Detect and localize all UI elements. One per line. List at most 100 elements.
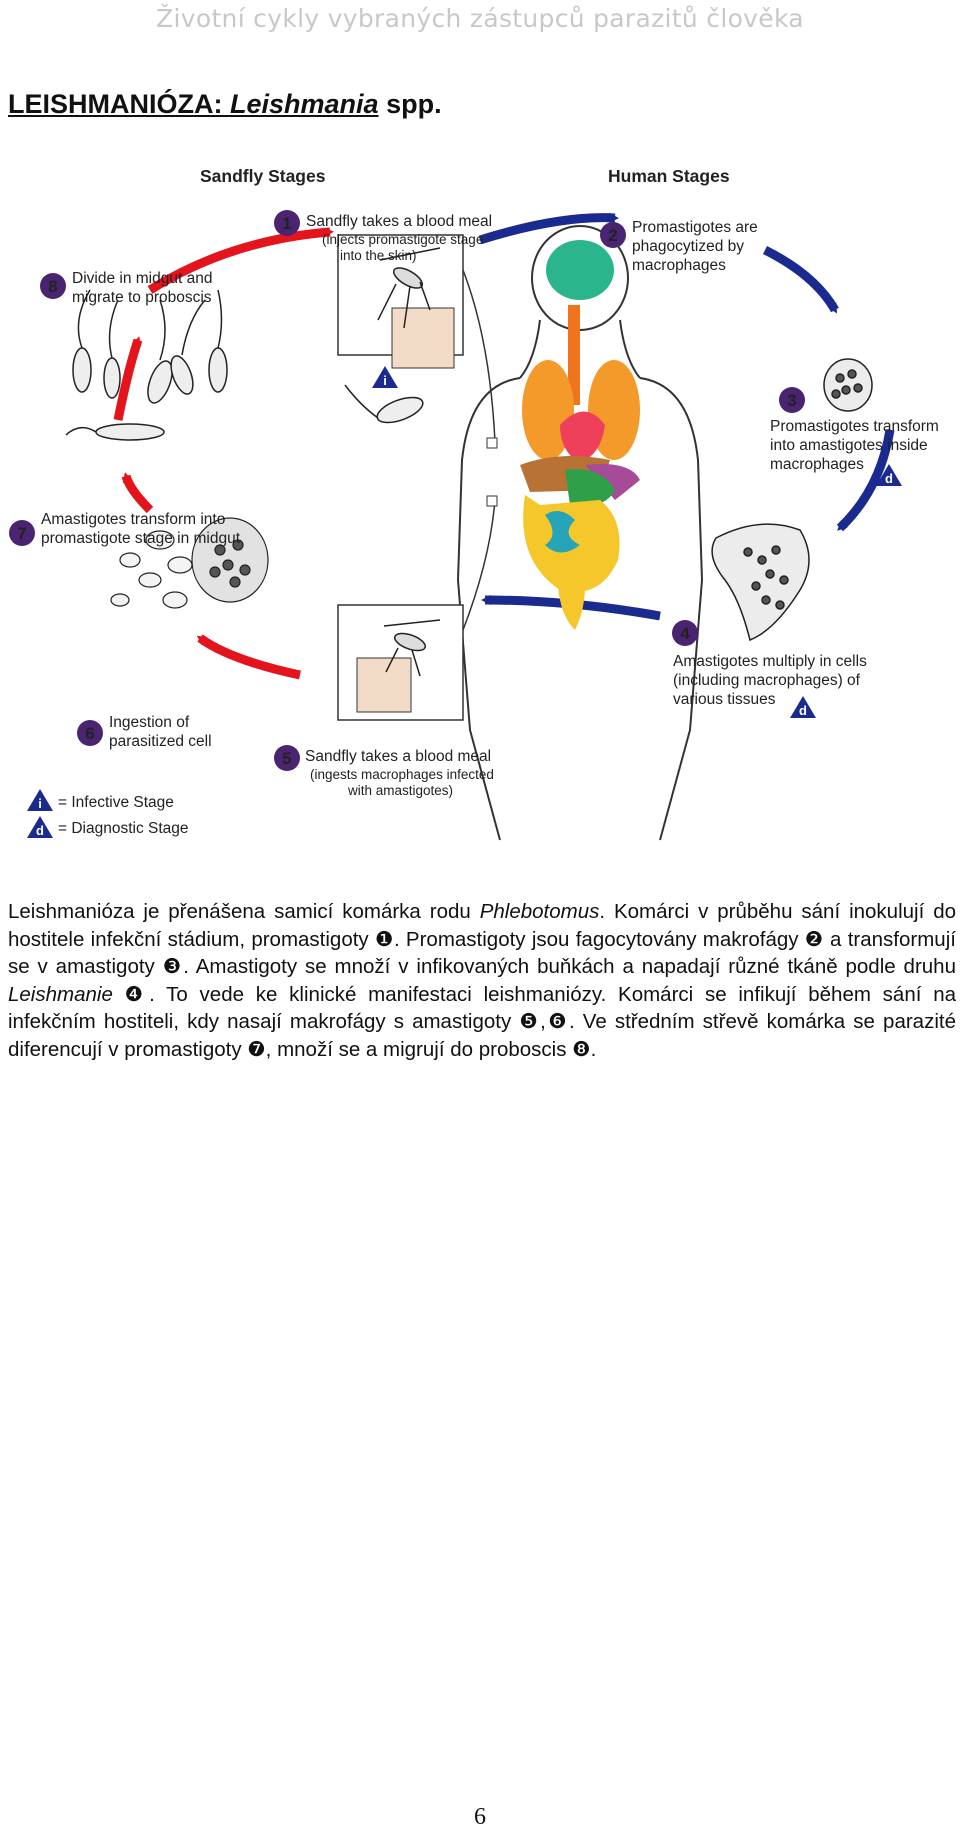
svg-text:into amastigotes inside: into amastigotes inside [770, 437, 928, 454]
text-run: . Amastigoty se množí v infikovaných buň… [183, 955, 956, 978]
svg-text:phagocytized by: phagocytized by [632, 238, 744, 255]
svg-text:7: 7 [17, 524, 26, 543]
svg-text:parasitized cell: parasitized cell [109, 733, 212, 750]
text-run: . Ve středním střevě komárka se parazité… [8, 1010, 956, 1061]
svg-text:= Infective Stage: = Infective Stage [58, 794, 174, 811]
skin-marker-top [486, 437, 498, 449]
human-stages-header: Human Stages [608, 166, 730, 186]
svg-text:Amastigotes multiply in cells: Amastigotes multiply in cells [673, 653, 867, 670]
description-paragraph: Leishmanióza je přenášena samicí komárka… [8, 898, 956, 1063]
text-run: . Komárci v průběhu sání inokulují do ho… [8, 900, 956, 951]
svg-text:Sandfly takes a blood meal: Sandfly takes a blood meal [306, 213, 492, 230]
svg-text:3: 3 [787, 391, 796, 410]
svg-text:Amastigotes transform into: Amastigotes transform into [41, 511, 225, 528]
text-run: a transformují se v amastigoty [8, 927, 956, 979]
svg-text:5: 5 [282, 749, 291, 768]
svg-text:Divide in midgut and: Divide in midgut and [72, 270, 212, 287]
svg-text:Ingestion of: Ingestion of [109, 714, 190, 731]
step-8-label: 8 Divide in midgut and migrate to probos… [40, 270, 212, 306]
step-3-label: 3 Promastigotes transform into amastigot… [770, 387, 939, 473]
diagnostic-stage-marker-3: d [876, 464, 902, 486]
diagnostic-stage-marker-4: d [790, 696, 816, 718]
svg-text:i: i [383, 373, 387, 388]
transforming-amastigote-illustration [65, 423, 165, 441]
text-run: , [540, 1010, 546, 1033]
step-4-label: 4 Amastigotes multiply in cells (includi… [672, 620, 867, 708]
svg-text:4: 4 [680, 624, 690, 643]
promastigote-inset [391, 307, 455, 369]
text-run [113, 983, 125, 1006]
svg-text:= Diagnostic Stage: = Diagnostic Stage [58, 820, 189, 837]
svg-text:with amastigotes): with amastigotes) [347, 783, 453, 798]
legend-infective: i = Infective Stage [27, 789, 174, 811]
life-cycle-diagram: Sandfly Stages Human Stages [9, 166, 939, 841]
svg-text:i: i [38, 796, 42, 811]
step-7-label: 7 Amastigotes transform into promastigot… [9, 511, 241, 547]
step-marker-5: ❺ [519, 1010, 541, 1033]
step-marker-4: ❹ [124, 982, 150, 1006]
step-marker-1: ❶ [374, 927, 394, 951]
text-run: . [590, 1037, 597, 1061]
svg-text:various tissues: various tissues [673, 691, 776, 708]
svg-text:macrophages: macrophages [770, 456, 864, 473]
svg-text:promastigote stage in midgut: promastigote stage in midgut [41, 530, 241, 547]
macrophage-inset [356, 657, 412, 713]
running-head: Životní cykly vybraných zástupců parazit… [156, 4, 804, 33]
svg-text:1: 1 [282, 214, 291, 233]
sandfly-icon-bottom [383, 619, 441, 677]
infective-stage-marker: i [372, 366, 398, 388]
svg-text:migrate to proboscis: migrate to proboscis [72, 289, 212, 306]
step-5-label: 5 Sandfly takes a blood meal (ingests ma… [274, 745, 494, 798]
step-2-label: 2 Promastigotes are phagocytized by macr… [600, 219, 758, 274]
title-genus: Leishmania [230, 89, 379, 119]
svg-text:8: 8 [48, 277, 57, 296]
blue-arrow-2-to-3 [762, 245, 839, 314]
blue-arrow-1-to-2 [478, 212, 619, 245]
svg-text:d: d [885, 471, 893, 486]
step-6-label: 6 Ingestion of parasitized cell [77, 714, 212, 750]
svg-text:(ingests macrophages infected: (ingests macrophages infected [310, 767, 494, 782]
step-marker-7: ❼ [247, 1037, 266, 1061]
sandfly-stages-header: Sandfly Stages [200, 166, 326, 186]
step-marker-2: ❷ [804, 927, 824, 951]
human-body-illustration [456, 225, 704, 841]
svg-text:into the skin): into the skin) [340, 248, 417, 263]
red-arrow-5-to-6 [196, 634, 301, 680]
svg-text:Promastigotes transform: Promastigotes transform [770, 418, 939, 435]
step-marker-6: ❻ [545, 1010, 569, 1033]
page-number: 6 [474, 1804, 486, 1830]
skin-marker-bottom [486, 495, 498, 507]
svg-text:2: 2 [608, 226, 617, 245]
genus-leishmanie: Leishmanie [8, 982, 113, 1006]
svg-text:Sandfly takes a blood meal: Sandfly takes a blood meal [305, 748, 491, 765]
connector-top [462, 269, 496, 443]
page-title: LEISHMANIÓZA: Leishmania spp. [8, 89, 442, 120]
svg-text:macrophages: macrophages [632, 257, 726, 274]
red-arrow-7-to-8 [113, 336, 143, 421]
parasitized-cell-illustration [110, 517, 269, 609]
infected-tissue-cell-illustration [711, 523, 810, 642]
text-run: . To vede ke klinické manifestaci leishm… [8, 982, 956, 1034]
text-run: Leishmanióza je přenášena samicí komárka… [8, 900, 480, 923]
svg-text:d: d [799, 703, 807, 718]
blue-arrow-3-to-4 [836, 429, 895, 532]
svg-text:(including macrophages) of: (including macrophages) of [673, 672, 861, 689]
connector-bottom [462, 499, 496, 631]
title-prefix: LEISHMANIÓZA: [8, 89, 223, 119]
step-1-label: 1 Sandfly takes a blood meal (injects pr… [274, 210, 492, 263]
legend-diagnostic: d = Diagnostic Stage [27, 816, 189, 838]
step-marker-3: ❸ [162, 955, 184, 978]
text-run: . Promastigoty jsou fagocytovány makrofá… [393, 927, 805, 951]
life-cycle-figure: Sandfly Stages Human Stages [0, 160, 960, 850]
dividing-promastigotes-illustration [72, 289, 424, 424]
svg-text:d: d [36, 823, 44, 838]
red-arrow-6-to-7 [121, 472, 154, 514]
title-suffix: spp. [386, 89, 442, 119]
svg-text:6: 6 [85, 724, 94, 743]
genus-phlebotomus: Phlebotomus [479, 900, 600, 923]
macrophage-with-amastigotes-illustration [823, 358, 873, 412]
text-run: , množí se a migrují do proboscis [265, 1037, 573, 1061]
step-marker-8: ❽ [572, 1037, 591, 1061]
red-arrow-8-to-1 [147, 227, 334, 294]
sandfly-icon-top [377, 247, 441, 329]
